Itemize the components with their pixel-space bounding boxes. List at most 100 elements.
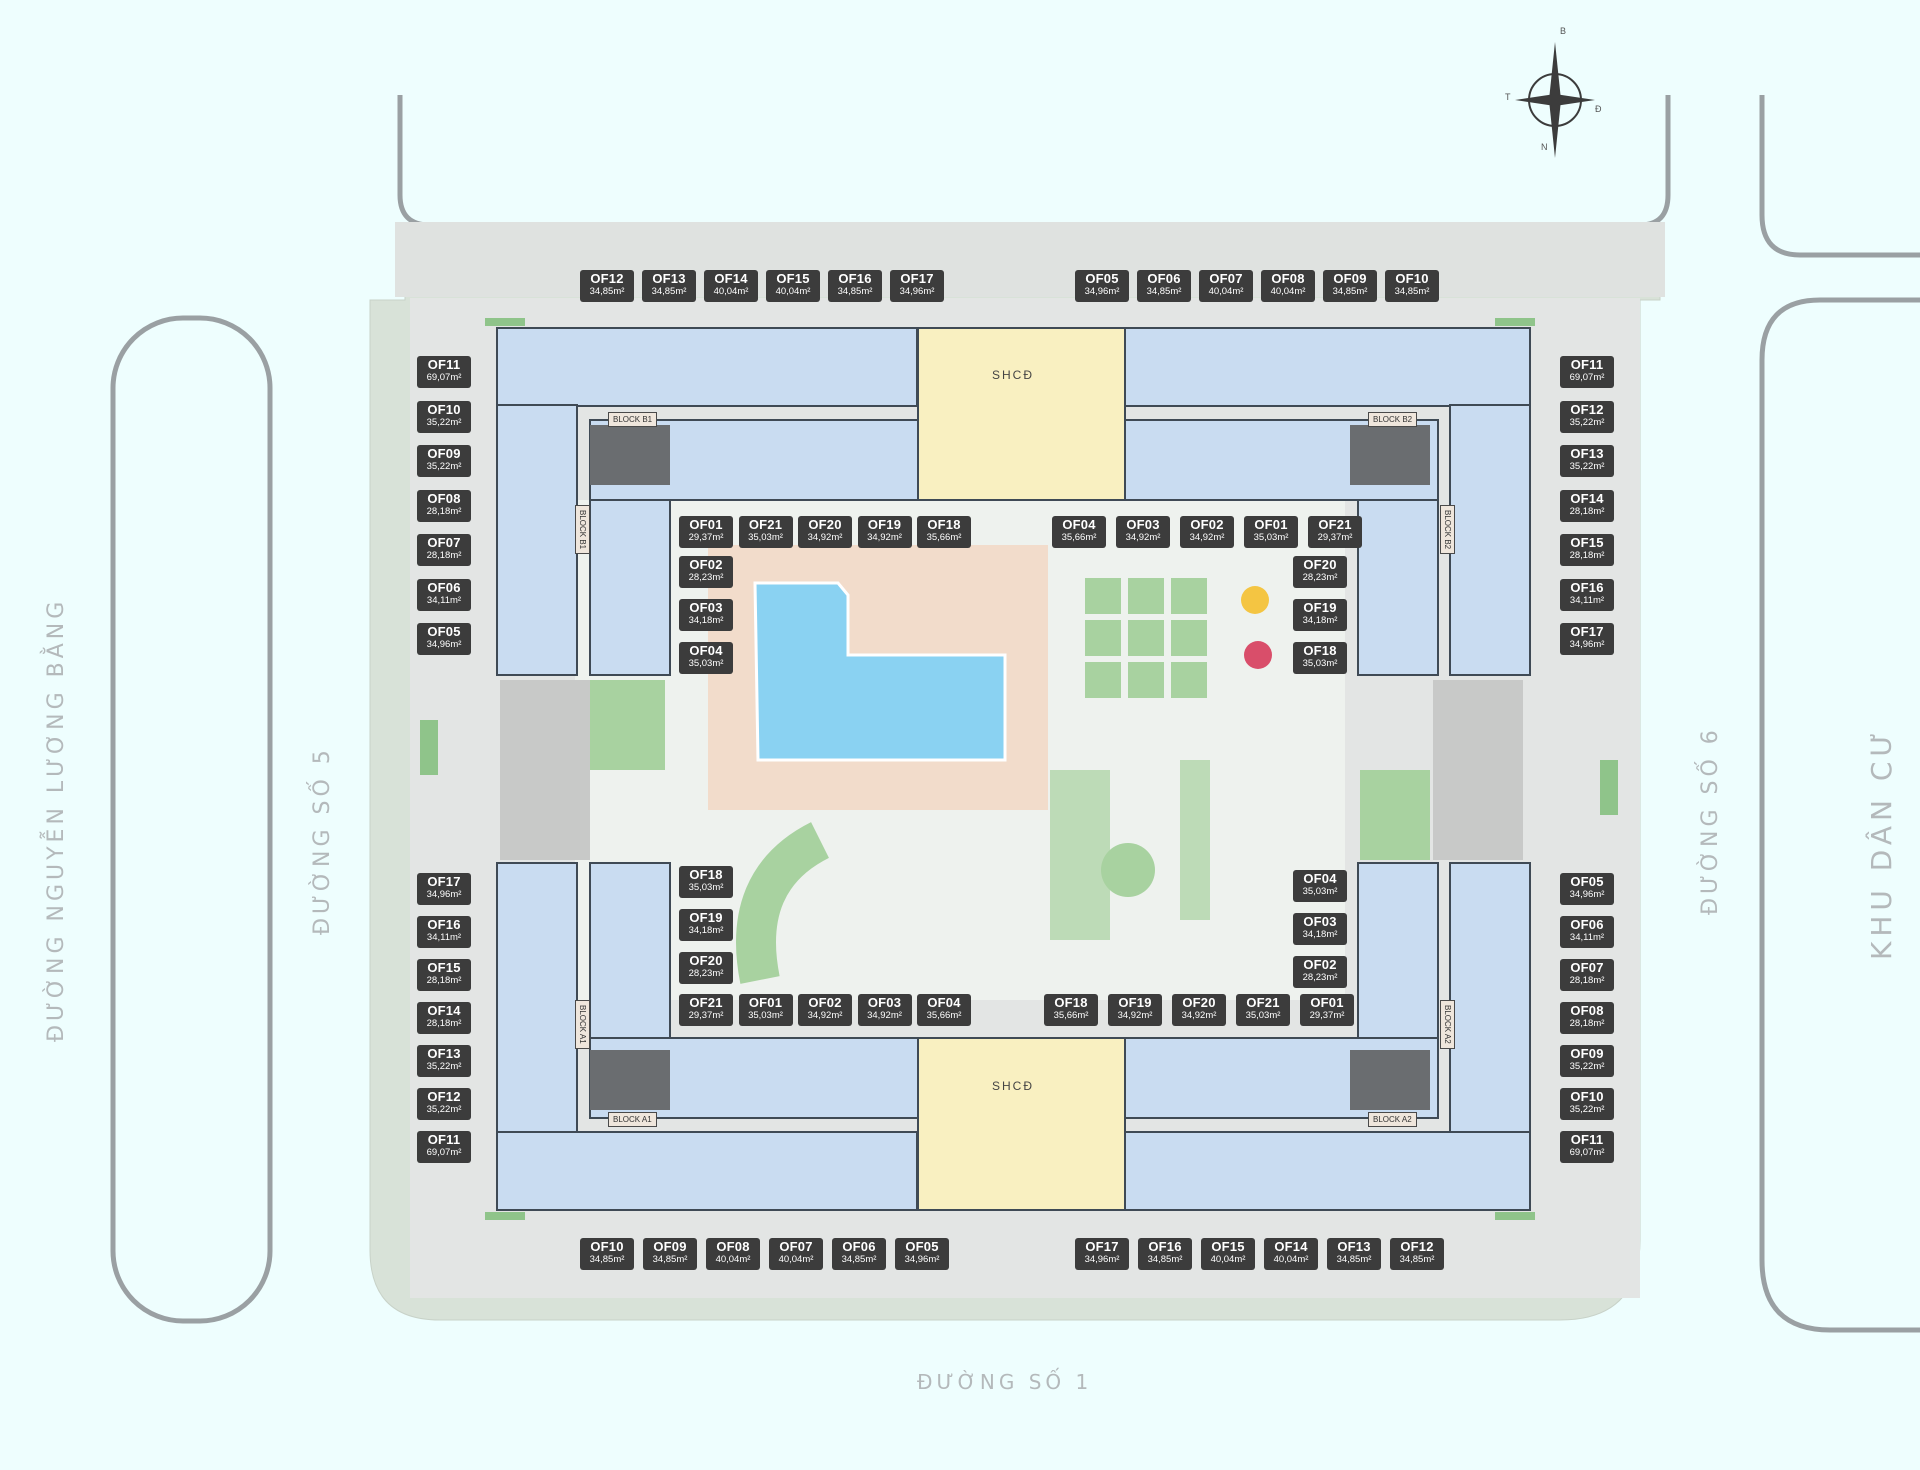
left-island <box>110 315 273 1324</box>
unit-area: 29,37m² <box>1317 532 1353 543</box>
unit-code: OF13 <box>1570 446 1604 461</box>
top-road-curb <box>397 95 1671 228</box>
unit-code: OF05 <box>1085 271 1119 286</box>
unit-code: OF09 <box>653 1239 687 1254</box>
unit-area: 35,22m² <box>1569 461 1605 472</box>
unit-code: OF09 <box>1570 1046 1604 1061</box>
unit-code: OF01 <box>1310 995 1344 1010</box>
block-label-a2-side: BLOCK A2 <box>1440 1000 1455 1049</box>
unit-area: 34,85m² <box>837 286 873 297</box>
unit-area: 35,22m² <box>426 1061 462 1072</box>
core-a2 <box>1350 1050 1430 1110</box>
unit-code: OF01 <box>689 517 723 532</box>
pool <box>753 581 1007 762</box>
unit-code: OF13 <box>1337 1239 1371 1254</box>
